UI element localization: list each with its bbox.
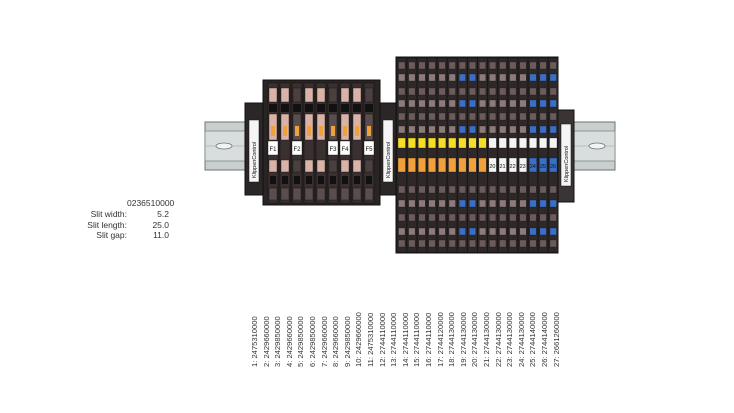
terminal-marker: 25 [540, 164, 546, 170]
part-list-item: 15: 2744110000 [412, 312, 422, 367]
feedthrough-terminal [487, 57, 498, 253]
part-list-item: 2: 2429660000 [261, 316, 271, 367]
feedthrough-terminal [396, 57, 407, 253]
part-list-item: 19: 2744130000 [458, 312, 468, 367]
right-end-bracket: KlippenControl [557, 109, 575, 203]
feedthrough-terminal [518, 57, 528, 253]
feedthrough-terminal [417, 57, 427, 253]
part-list-item: 13: 2744110000 [389, 312, 399, 367]
part-list-item: 7: 2429660000 [319, 316, 329, 367]
part-list-item: 24: 2744130000 [516, 312, 526, 367]
feedthrough-terminal-group: 20 21 22 23 24 25 26 [395, 56, 559, 254]
part-list-item: 6: 2429850000 [308, 316, 317, 367]
fuse-label: F2 [293, 147, 301, 153]
part-list-item: 4: 2429660000 [284, 316, 294, 367]
left-end-bracket: KlippenControl [244, 102, 264, 196]
middle-end-bracket: KlippenControl [379, 102, 397, 196]
rail-slot [215, 142, 233, 150]
part-list-item: 27: 2661260000 [551, 312, 561, 367]
feedthrough-terminal [427, 57, 437, 253]
spec-value: 11.0 [153, 230, 169, 240]
feedthrough-terminal [477, 57, 488, 253]
part-list-item: 5: 2429850000 [296, 316, 306, 367]
part-list-item: 14: 2744110000 [400, 312, 410, 367]
feedthrough-terminal [548, 57, 559, 253]
part-list-item: 22: 2744130000 [493, 312, 503, 367]
fuse-label-plate [267, 140, 279, 156]
part-list-item: 25: 2744140000 [528, 312, 538, 367]
part-list-item: 20: 2744130000 [470, 312, 480, 367]
part-list-item: 9: 2429850000 [342, 316, 352, 367]
part-list-item: 3: 2429850000 [273, 316, 283, 367]
feedthrough-terminal [406, 57, 417, 253]
fuse-terminal-group: F1 F2 F3 F4 F5 [262, 79, 381, 206]
end-bracket-label: KlippenControl [386, 142, 392, 178]
feedthrough-terminal [437, 57, 448, 253]
fuse-label-plate [339, 140, 351, 156]
spec-label: Slit gap: [96, 230, 127, 240]
fuse-label-plate [291, 140, 303, 156]
fuse-terminal [315, 82, 327, 204]
fuse-label: F1 [269, 147, 277, 153]
terminal-marker: 20 [489, 164, 495, 170]
spec-label: Slit width: [90, 209, 127, 219]
part-list-item: 23: 2744130000 [505, 312, 515, 367]
fuse-label: F3 [329, 147, 337, 153]
fuse-terminal [303, 82, 315, 204]
spec-label: Slit length: [87, 219, 127, 230]
part-list-item: 18: 2744130000 [447, 312, 457, 367]
part-list-item: 1: 2475310000 [250, 316, 259, 367]
end-bracket-label: KlippenControl [252, 142, 258, 178]
part-list-item: 26: 2744140000 [540, 312, 549, 367]
part-list-item: 17: 2744120000 [435, 312, 445, 367]
feedthrough-terminal [497, 57, 508, 253]
fuse-label: F5 [365, 147, 373, 153]
spec-value: 5.2 [157, 209, 169, 219]
spec-row: Slit width: 5.2 [55, 209, 169, 220]
terminal-marker: 24 [530, 164, 536, 170]
feedthrough-terminal [467, 57, 478, 253]
spec-value: 25.0 [152, 219, 169, 230]
part-number: 0236510000 [127, 198, 175, 208]
part-list-item: 11: 2475310000 [366, 312, 375, 367]
rail-slot [588, 142, 606, 150]
fuse-terminal [279, 82, 291, 204]
fuse-label-plate [363, 140, 375, 156]
feedthrough-terminal [507, 57, 518, 253]
feedthrough-terminal [447, 57, 458, 253]
feedthrough-terminal [457, 57, 468, 253]
spec-row: Slit length: 25.0 [55, 220, 169, 231]
part-list-item: 8: 2429660000 [331, 316, 341, 367]
terminal-marker: 23 [520, 164, 526, 170]
part-list-item: 10: 2429660000 [354, 312, 364, 367]
feedthrough-terminal [538, 57, 549, 253]
terminal-marker: 26 [550, 164, 556, 170]
feedthrough-terminal [528, 57, 538, 253]
fuse-terminal [351, 82, 363, 204]
part-list-item: 21: 2744130000 [482, 312, 491, 367]
spec-row: Slit gap: 11.0 [55, 230, 169, 241]
fuse-label: F4 [341, 147, 349, 153]
terminal-marker: 22 [510, 164, 516, 170]
part-list-item: 12: 2744110000 [377, 312, 387, 367]
terminal-marker: 21 [499, 164, 505, 170]
end-bracket-label: KlippenControl [564, 146, 570, 182]
fuse-label-plate [327, 140, 339, 156]
part-list-item: 16: 2744110000 [424, 312, 433, 367]
